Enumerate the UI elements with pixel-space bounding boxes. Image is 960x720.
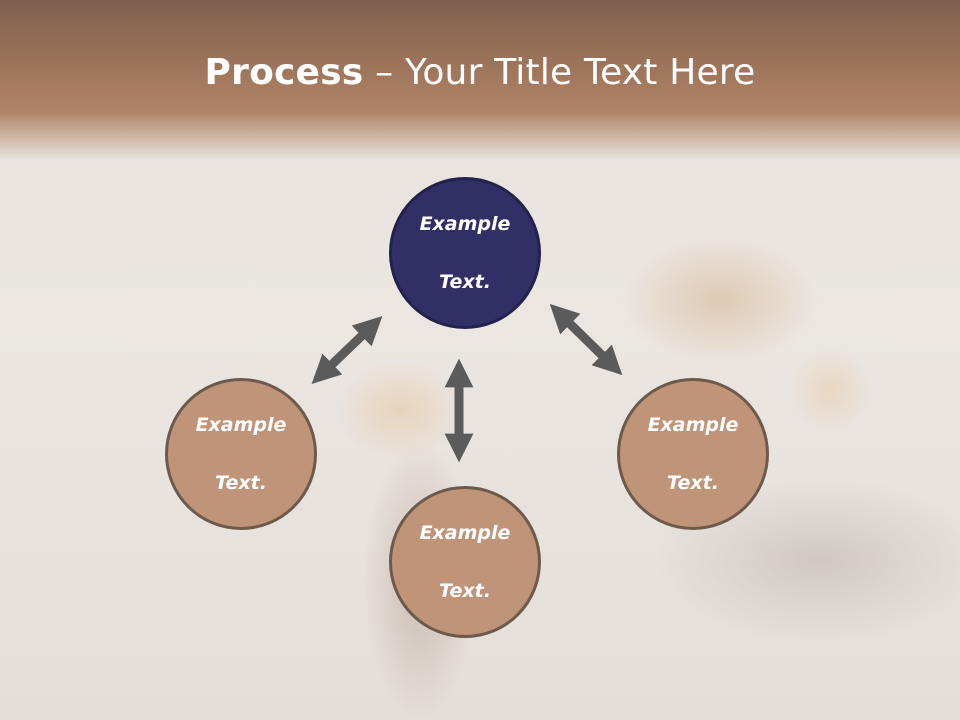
slide-title: Process – Your Title Text Here bbox=[0, 52, 960, 93]
arrow-top-right bbox=[549, 303, 623, 376]
node-right-line2: Text. bbox=[667, 471, 719, 494]
node-left-line1: Example bbox=[195, 413, 287, 436]
arrow-top-left bbox=[311, 316, 383, 384]
title-bold: Process bbox=[204, 52, 364, 93]
node-right-line1: Example bbox=[647, 413, 739, 436]
node-bottom-line2: Text. bbox=[439, 579, 491, 602]
title-bar bbox=[0, 0, 960, 160]
title-rest: Your Title Text Here bbox=[404, 52, 756, 93]
title-separator: – bbox=[363, 52, 405, 93]
node-top-line1: Example bbox=[419, 212, 511, 235]
node-left-line2: Text. bbox=[215, 471, 267, 494]
node-top-line2: Text. bbox=[439, 270, 491, 293]
node-bottom-line1: Example bbox=[419, 521, 511, 544]
